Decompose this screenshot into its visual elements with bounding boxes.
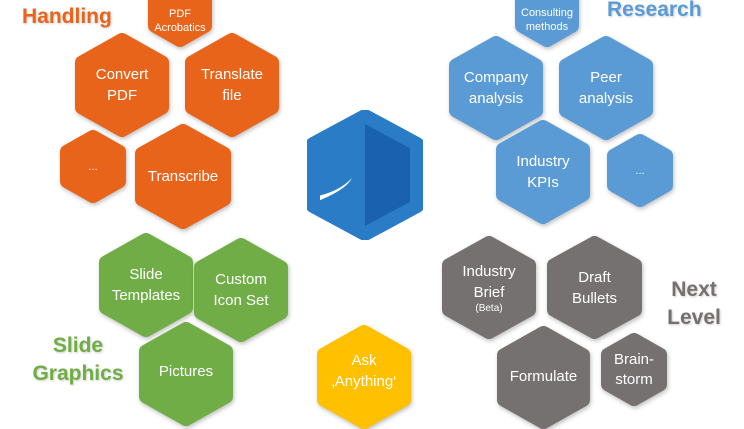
hexagon-shape [135,124,231,229]
hex-transcribe[interactable]: Transcribe [135,124,231,229]
logo-hexagon [306,109,424,241]
hex-label: Translate file [201,66,263,104]
hex-label: Custom Icon Set [213,271,269,309]
beta-badge: (Beta) [475,302,503,314]
hex-more-handling[interactable]: ... [60,130,126,203]
hex-draft-bullets[interactable]: Draft Bullets [547,236,642,339]
group-title-handling: Handling [22,5,112,28]
group-title-research: Research [607,0,702,21]
hex-label: Industry Brief(Beta) [462,261,515,315]
hex-brainstorm[interactable]: Brain- storm [601,333,667,406]
group-title-slide-graphics: Slide Graphics [32,332,124,388]
hex-label: Ask ‚Anything‘ [331,352,397,390]
hex-label: ... [635,164,645,177]
hexagon-shape [547,236,642,339]
hex-more-research[interactable]: ... [607,134,673,207]
hex-label: Formulate [509,368,578,385]
hexagon-shape [607,134,673,207]
hexagon-shape [559,36,653,140]
hex-consulting-methods[interactable]: Consulting methods [515,0,579,47]
hex-label: Brain- storm [613,350,654,388]
hexagon-shape [148,0,212,47]
hex-label: Slide Templates [111,266,181,304]
hexagon-shape [442,236,536,339]
hex-slide-templates[interactable]: Slide Templates [99,233,193,337]
hexagon-shape [449,36,543,140]
hexagon-shape [99,233,193,337]
hex-label: Consulting methods [521,6,573,33]
hex-label: Company analysis [463,69,529,107]
hex-label: Draft Bullets [571,268,618,307]
hexagon-shape [515,0,579,47]
title-line: Next [671,278,717,301]
hex-label: PDF Acrobatics [154,7,206,34]
group-title-next-level: Next Level [664,276,724,332]
title-line: Level [667,306,721,329]
hex-label: Transcribe [147,168,219,185]
hex-pictures[interactable]: Pictures [139,322,233,426]
hex-company-analysis[interactable]: Company analysis [449,36,543,140]
hexagon-shape [496,120,590,224]
hex-industry-kpis[interactable]: Industry KPIs [496,120,590,224]
hexagon-shape [185,33,279,137]
hexagon-shape [194,238,288,342]
hex-convert-pdf[interactable]: Convert PDF [75,33,169,137]
hex-label: Pictures [158,362,214,380]
hexagon-shape [60,130,126,203]
hex-label-main: Industry Brief [462,262,516,301]
title-line: Slide [52,334,104,357]
hex-industry-brief[interactable]: Industry Brief(Beta) [442,236,536,339]
hex-formulate[interactable]: Formulate [497,326,590,429]
hexagon-shape [75,33,169,137]
hex-pdf-acrobatics[interactable]: PDF Acrobatics [148,0,212,47]
hex-label: Convert PDF [95,66,149,104]
hexagon-shape [601,333,667,406]
hex-translate-file[interactable]: Translate file [185,33,279,137]
hex-label: Industry KPIs [516,153,570,191]
hex-label: ... [88,160,98,173]
hex-peer-analysis[interactable]: Peer analysis [559,36,653,140]
hex-ask-anything[interactable]: Ask ‚Anything‘ [317,325,411,429]
title-line: Graphics [32,362,124,385]
hex-custom-icon-set[interactable]: Custom Icon Set [194,238,288,342]
hex-label: Peer analysis [578,69,634,107]
app-logo-icon [306,109,424,241]
